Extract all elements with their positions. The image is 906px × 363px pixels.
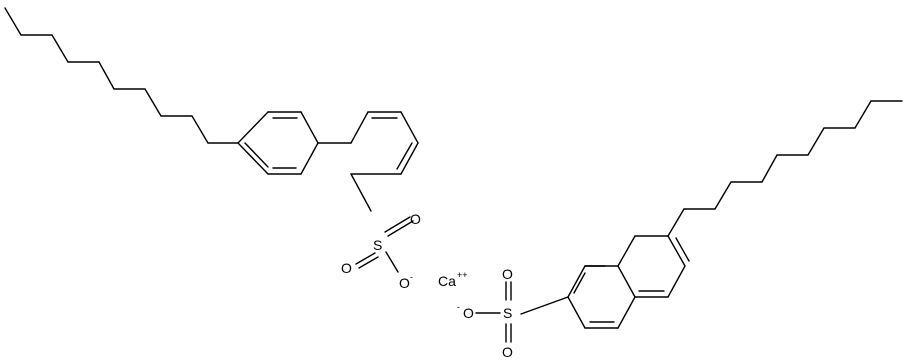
- right-naphthalene-ring: [567, 235, 690, 329]
- right-sulfur-label: S: [503, 305, 512, 321]
- right-oxygen-top-label: O: [502, 266, 513, 282]
- right-anion-charge: -: [457, 302, 460, 312]
- left-sulfur-label: S: [373, 237, 382, 253]
- calcium-charge: ++: [457, 270, 468, 280]
- left-oxygen-top-label: O: [410, 211, 421, 227]
- left-oxygen-anion-label: O: [399, 275, 410, 291]
- left-octyl-chain-bonds: [4, 7, 239, 144]
- right-oxygen-anion-label: O: [463, 305, 474, 321]
- left-naphthalene-ring: [237, 111, 419, 175]
- right-sulfonate-group: S O O O -: [457, 266, 569, 360]
- left-octyl-chain: [4, 7, 239, 144]
- right-octyl-chain: [667, 100, 903, 237]
- left-anion-charge: -: [410, 272, 413, 282]
- calcium-cation: Ca ++: [438, 270, 468, 289]
- left-sulfonate-group: S O O O -: [341, 173, 421, 291]
- calcium-symbol: Ca: [438, 273, 456, 289]
- right-octyl-chain-bonds: [667, 100, 903, 237]
- left-oxygen-left-label: O: [341, 260, 352, 276]
- right-oxygen-bottom-label: O: [502, 344, 513, 360]
